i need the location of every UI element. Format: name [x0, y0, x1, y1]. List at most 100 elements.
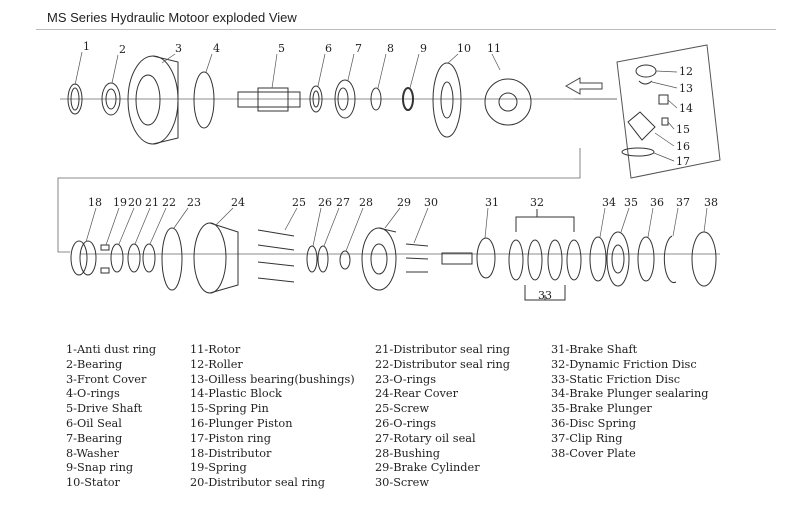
- part-25-screws: [257, 229, 295, 283]
- legend-column-3: 21-Distributor seal ring 22-Distributor …: [375, 343, 510, 491]
- legend-item: 3-Front Cover: [66, 372, 147, 386]
- legend-item: 1-Anti dust ring: [66, 343, 157, 356]
- part-11-rotor: [484, 78, 532, 126]
- callout-27: 27: [336, 196, 350, 209]
- callout-14: 14: [679, 102, 693, 115]
- part-6-oil-seal: [309, 85, 323, 113]
- legend-column-1: 1-Anti dust ring 2-Bearing 3-Front Cover…: [66, 343, 156, 491]
- callout-10: 10: [457, 42, 471, 55]
- callout-24: 24: [231, 196, 245, 209]
- callout-7: 7: [355, 42, 362, 55]
- legend-item: 33-Static Friction Disc: [551, 372, 681, 386]
- legend-item: 9-Snap ring: [66, 461, 134, 475]
- callout-5: 5: [278, 42, 285, 55]
- legend-item: 30-Screw: [375, 476, 430, 490]
- callout-15: 15: [676, 123, 690, 136]
- legend-column-4: 31-Brake Shaft 32-Dynamic Friction Disc …: [551, 343, 709, 461]
- part-30-screws: [405, 243, 429, 273]
- callout-19: 19: [113, 196, 127, 209]
- legend-item: 27-Rotary oil seal: [375, 431, 476, 445]
- part-27-rotary-oil-seal: [317, 245, 329, 273]
- callout-22: 22: [162, 196, 176, 209]
- legend-item: 5-Drive Shaft: [66, 402, 143, 416]
- callout-16: 16: [676, 140, 690, 153]
- part-34-plunger-seal: [589, 236, 607, 282]
- part-18-distributor: [70, 240, 97, 276]
- legend-item: 29-Brake Cylinder: [375, 461, 480, 475]
- callout-17: 17: [676, 155, 690, 168]
- callout-12: 12: [679, 65, 693, 78]
- part-24-rear-cover: [193, 222, 239, 294]
- callout-33: 33: [538, 289, 552, 302]
- legend-item: 13-Oilless bearing(bushings): [190, 372, 355, 386]
- callout-31: 31: [485, 196, 499, 209]
- part-8-washer: [370, 87, 382, 111]
- callout-2: 2: [119, 43, 126, 56]
- part-37-clip-ring: [663, 235, 677, 283]
- legend-item: 22-Distributor seal ring: [375, 357, 510, 371]
- legend-item: 10-Stator: [66, 476, 120, 490]
- callout-21: 21: [145, 196, 159, 209]
- part-2-bearing: [101, 82, 121, 116]
- part-36-disc-spring: [637, 236, 655, 282]
- part-7-bearing: [334, 79, 356, 119]
- callout-38: 38: [704, 196, 718, 209]
- legend-item: 2-Bearing: [66, 357, 123, 371]
- legend-item: 34-Brake Plunger sealaring: [551, 387, 709, 401]
- part-10-stator: [432, 62, 462, 138]
- callout-3: 3: [175, 42, 182, 55]
- part-28-bushing: [339, 250, 351, 270]
- part-31-brake-shaft: [441, 237, 496, 279]
- detail-box: [616, 44, 721, 179]
- legend-item: 14-Plastic Block: [190, 387, 282, 401]
- part-29-brake-cylinder: [361, 227, 397, 291]
- legend-item: 36-Disc Spring: [551, 416, 637, 430]
- legend-item: 4-O-rings: [66, 387, 120, 401]
- legend-item: 19-Spring: [190, 461, 247, 475]
- callout-1: 1: [83, 40, 90, 53]
- callout-30: 30: [424, 196, 438, 209]
- part-19-spring: [100, 244, 110, 274]
- legend-item: 31-Brake Shaft: [551, 343, 638, 356]
- callout-29: 29: [397, 196, 411, 209]
- callout-13: 13: [679, 82, 693, 95]
- legend-item: 15-Spring Pin: [190, 402, 269, 416]
- legend-item: 6-Oil Seal: [66, 416, 122, 430]
- callout-37: 37: [676, 196, 690, 209]
- part-32-33-friction-discs: [508, 239, 582, 281]
- legend-item: 37-Clip Ring: [551, 431, 623, 445]
- callout-11: 11: [487, 42, 501, 55]
- callout-6: 6: [325, 42, 332, 55]
- part-23-o-ring: [161, 227, 183, 291]
- legend-item: 18-Distributor: [190, 446, 272, 460]
- legend-item: 20-Distributor seal ring: [190, 476, 325, 490]
- part-4-o-ring: [193, 71, 215, 129]
- callout-28: 28: [359, 196, 373, 209]
- callout-leaders: [74, 51, 708, 252]
- detail-parts: [621, 64, 669, 157]
- legend-item: 21-Distributor seal ring: [375, 343, 510, 356]
- callout-32: 32: [530, 196, 544, 209]
- part-35-brake-plunger: [606, 231, 630, 287]
- part-3-front-cover: [127, 55, 179, 145]
- legend-item: 23-O-rings: [375, 372, 437, 386]
- legend-item: 26-O-rings: [375, 416, 437, 430]
- callout-9: 9: [420, 42, 427, 55]
- part-9-snap-ring: [402, 87, 414, 111]
- legend-item: 35-Brake Plunger: [551, 402, 652, 416]
- legend-item: 17-Piston ring: [190, 431, 271, 445]
- legend-item: 16-Plunger Piston: [190, 416, 293, 430]
- diagram-title: MS Series Hydraulic Motoor exploded View: [47, 10, 297, 25]
- callout-33-bracket: [524, 285, 566, 301]
- callout-34: 34: [602, 196, 616, 209]
- callout-20: 20: [128, 196, 142, 209]
- legend-item: 24-Rear Cover: [375, 387, 459, 401]
- title-divider: [36, 29, 776, 30]
- callout-8: 8: [387, 42, 394, 55]
- callout-26: 26: [318, 196, 332, 209]
- part-21-seal-ring: [127, 243, 141, 273]
- part-5-drive-shaft: [237, 87, 301, 112]
- part-26-o-ring: [306, 245, 318, 273]
- legend-item: 32-Dynamic Friction Disc: [551, 357, 697, 371]
- legend-column-2: 11-Rotor 12-Roller 13-Oilless bearing(bu…: [190, 343, 355, 491]
